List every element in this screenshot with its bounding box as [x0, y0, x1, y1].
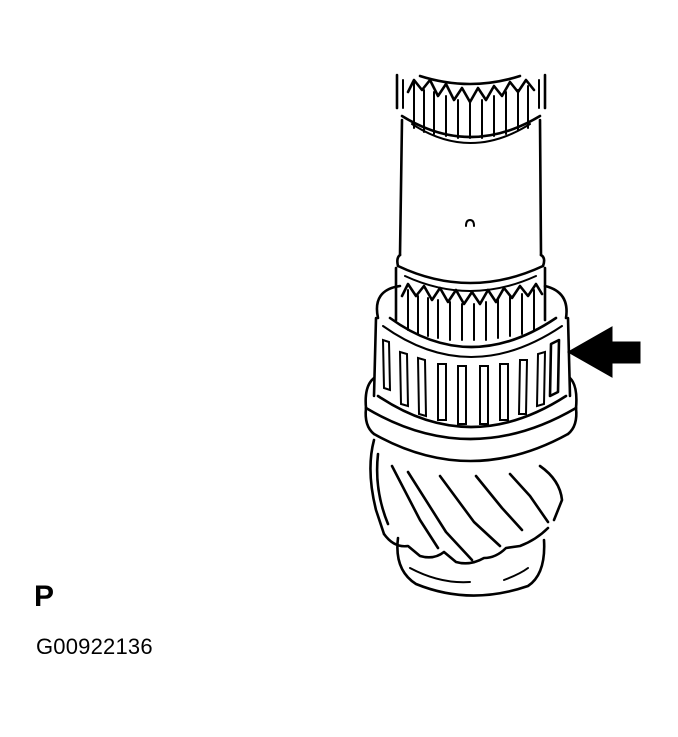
- upper-spline: [395, 73, 547, 144]
- view-label: P: [34, 580, 55, 613]
- lower-spline: [394, 253, 547, 341]
- shaft-body: [398, 118, 543, 257]
- helical-gear: [369, 438, 564, 565]
- callout-arrow-icon: [566, 326, 641, 378]
- gear-boss: [396, 536, 546, 597]
- needle-roller-bearing: [364, 284, 578, 463]
- figure-id: G00922136: [36, 634, 153, 659]
